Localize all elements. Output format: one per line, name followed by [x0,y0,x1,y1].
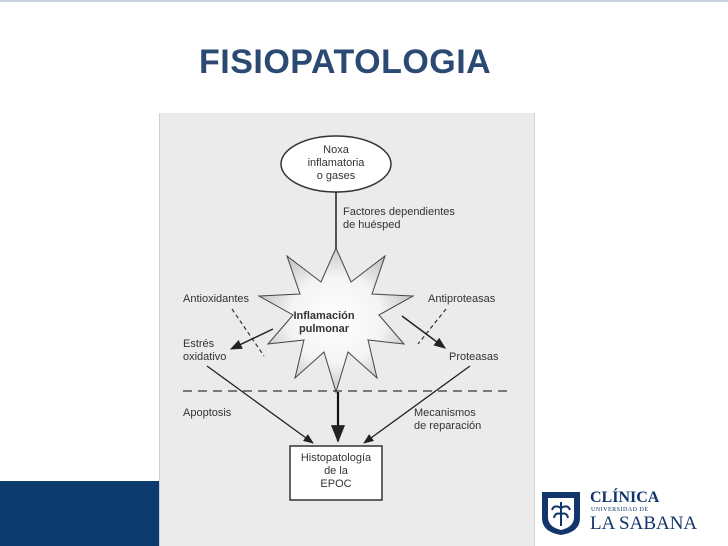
mecanismos-line-1: Mecanismos [414,407,476,419]
histo-line-2: de la [324,465,349,477]
apoptosis-label: Apoptosis [183,407,232,419]
arrow-inflamacion-proteasas [401,315,446,349]
slide-title: FISIOPATOLOGIA [199,43,492,81]
arrow-proteasas-histo [363,365,471,444]
inflamacion-burst [257,246,415,394]
noxa-line-2: inflamatoria [308,157,366,169]
antioxidantes-dashed-line [231,308,265,357]
arrow-inflamacion-estres [229,328,274,350]
inflamacion-line-2: pulmonar [299,323,350,335]
estres-line-2: oxidativo [183,351,226,363]
factores-line-1: Factores dependientes [343,206,455,218]
factores-line-2: de huésped [343,219,401,231]
arrow-estres-histo [206,365,314,444]
antiproteasas-label: Antiproteasas [428,293,496,305]
top-rule [0,0,728,2]
proteasas-label: Proteasas [449,351,499,363]
histo-line-3: EPOC [320,478,351,490]
logo-line-3: LA SABANA [590,513,698,534]
clinica-shield-icon [542,492,580,535]
noxa-line-1: Noxa [323,144,350,156]
logo-line-2: UNIVERSIDAD DE [591,507,649,513]
antiproteasas-dashed-line [417,308,447,345]
histo-line-1: Histopatología [301,452,372,464]
estres-line-1: Estrés [183,338,215,350]
inflamacion-line-1: Inflamación [293,310,354,322]
histopatologia-box [289,445,383,501]
mecanismos-line-2: de reparación [414,420,481,432]
antioxidantes-label: Antioxidantes [183,293,250,305]
logo-line-1: CLÍNICA [590,489,660,506]
noxa-line-3: o gases [317,170,356,182]
